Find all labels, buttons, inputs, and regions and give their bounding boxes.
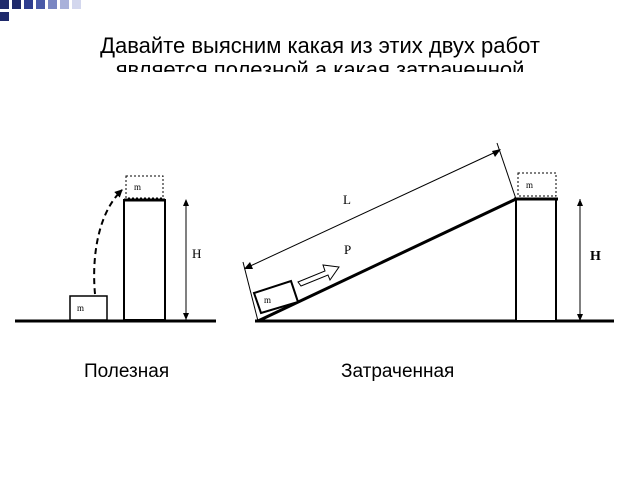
left-height-label: H bbox=[192, 246, 201, 261]
right-height-arrow-down bbox=[577, 314, 583, 321]
right-mass-top-box bbox=[517, 172, 557, 197]
slide-title: Давайте выясним какая из этих двух работ… bbox=[40, 33, 600, 73]
force-arrow bbox=[297, 264, 340, 287]
lift-path-arrow bbox=[93, 189, 123, 295]
length-extension-top bbox=[496, 142, 517, 200]
incline-surface bbox=[257, 197, 517, 323]
right-height-arrow-up bbox=[577, 199, 583, 206]
right-incline-diagram: m m P L H bbox=[242, 142, 614, 323]
left-mass-start-box bbox=[69, 295, 108, 321]
length-arrow-start bbox=[244, 262, 253, 269]
length-label: L bbox=[343, 192, 351, 207]
left-mass-start-label: m bbox=[77, 303, 84, 313]
left-height-arrow-down bbox=[183, 313, 189, 320]
left-column bbox=[123, 199, 166, 321]
length-extension-bottom bbox=[242, 261, 259, 322]
length-dimension-line bbox=[245, 149, 501, 269]
title-line-1: Давайте выясним какая из этих двух работ bbox=[100, 33, 540, 58]
right-mass-top-label: m bbox=[526, 180, 533, 190]
left-mass-top-box bbox=[125, 175, 164, 199]
corner-decoration bbox=[0, 0, 81, 21]
left-mass-top-label: m bbox=[134, 182, 141, 192]
left-height-arrow-up bbox=[183, 199, 189, 206]
incline-mass-label: m bbox=[264, 295, 271, 305]
right-height-label: H bbox=[590, 249, 601, 264]
useful-work-caption: Полезная bbox=[84, 361, 170, 382]
expended-work-caption: Затраченная bbox=[341, 361, 455, 382]
left-lift-diagram: m m H bbox=[15, 175, 216, 323]
title-line-2: является полезной а какая затраченной bbox=[115, 58, 525, 72]
force-label: P bbox=[344, 242, 351, 257]
right-column bbox=[515, 198, 557, 322]
incline-mass-box bbox=[252, 279, 300, 315]
length-arrow-end bbox=[492, 149, 501, 157]
